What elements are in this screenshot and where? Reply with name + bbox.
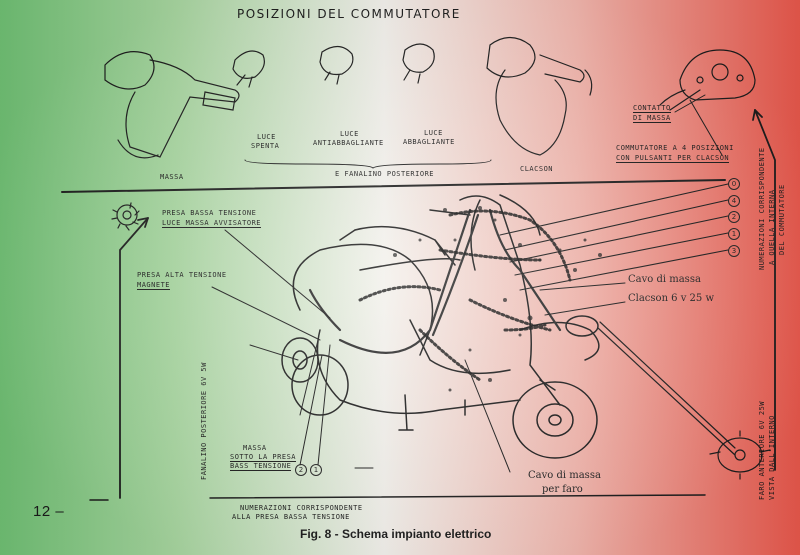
label-massa-presa-2: SOTTO LA PRESA	[230, 453, 297, 462]
label-luce-spenta-1: LUCE	[257, 133, 276, 141]
label-numerazioni-presa-2: ALLA PRESA BASSA TENSIONE	[232, 513, 350, 521]
bottom-section-divider	[209, 494, 706, 499]
hand-massa	[104, 51, 240, 159]
switch-luce-spenta	[232, 50, 265, 88]
label-fanalino-posteriore: FANALINO POSTERIORE 6V 5W	[200, 362, 208, 480]
label-commutatore-1: COMMUTATORE A 4 POSIZIONI	[616, 144, 734, 152]
switch-abbagliante	[402, 43, 435, 84]
label-abbagliante-1: LUCE	[424, 129, 443, 137]
label-massa: MASSA	[160, 173, 184, 181]
wire-harness	[308, 208, 562, 354]
label-fanalino-note: E FANALINO POSTERIORE	[335, 170, 435, 178]
label-faro-anteriore-1: FARO ANTERIORE 6V 25W	[758, 400, 766, 500]
scooter-drawing	[281, 194, 600, 459]
label-clacson-spec: Clacson 6 v 25 w	[628, 293, 715, 304]
label-cavo-massa-faro-1: Cavo di massa	[528, 470, 601, 481]
bottom-terminal-number: 1	[310, 464, 322, 476]
label-contatto-1: CONTATTO	[633, 104, 671, 113]
label-numerazioni-commutatore-3: DEL COMMUTATORE	[778, 184, 786, 255]
label-contatto-2: DI MASSA	[633, 114, 671, 123]
label-presa-alta-2: MAGNETE	[137, 281, 171, 290]
diagram-title: POSIZIONI DEL COMMUTATORE	[237, 7, 461, 21]
label-faro-anteriore-2: VISTA DALL'INTERNO	[768, 415, 776, 500]
page-number: 12 –	[33, 503, 65, 520]
hand-clacson	[486, 36, 593, 156]
terminal-number: 3	[728, 245, 740, 257]
label-abbagliante-2: ABBAGLIANTE	[403, 138, 455, 146]
label-cavo-massa-faro-2: per faro	[542, 484, 583, 495]
label-antiabbagliante-2: ANTIABBAGLIANTE	[313, 139, 384, 147]
label-massa-presa-1: MASSA	[243, 444, 267, 452]
commutatore-detail	[659, 49, 756, 111]
label-commutatore-2: CON PULSANTI PER CLACSON	[616, 154, 730, 163]
terminal-number: 0	[728, 178, 740, 190]
top-section-divider	[61, 179, 726, 193]
label-presa-bassa-2: LUCE MASSA AVVISATORE	[162, 219, 262, 228]
label-clacson: CLACSON	[520, 165, 554, 173]
figure-caption: Fig. 8 - Schema impianto elettrico	[300, 527, 492, 541]
right-frame-arrow	[754, 109, 776, 471]
faro-anteriore-detail	[709, 430, 771, 480]
presa-connector-icon	[111, 202, 140, 231]
label-numerazioni-commutatore-2: A QUELLA INTERNA	[768, 189, 776, 265]
label-presa-bassa-1: PRESA BASSA TENSIONE	[162, 209, 257, 217]
label-cavo-massa: Cavo di massa	[628, 274, 701, 285]
terminal-number: 1	[728, 228, 740, 240]
bottom-terminal-number: 2	[295, 464, 307, 476]
terminal-number: 4	[728, 195, 740, 207]
left-frame-arrow	[119, 217, 149, 499]
label-luce-spenta-2: SPENTA	[251, 142, 280, 150]
switch-antiabbagliante	[319, 45, 354, 85]
terminal-number: 2	[728, 211, 740, 223]
label-numerazioni-presa-1: NUMERAZIONI CORRISPONDENTE	[240, 504, 363, 512]
terminal-leaders	[499, 183, 729, 291]
label-numerazioni-commutatore-1: NUMERAZIONI CORRISPONDENTE	[758, 147, 766, 270]
label-massa-presa-3: BASS TENSIONE	[230, 462, 292, 471]
label-presa-alta-1: PRESA ALTA TENSIONE	[137, 271, 227, 279]
label-antiabbagliante-1: LUCE	[340, 130, 359, 138]
